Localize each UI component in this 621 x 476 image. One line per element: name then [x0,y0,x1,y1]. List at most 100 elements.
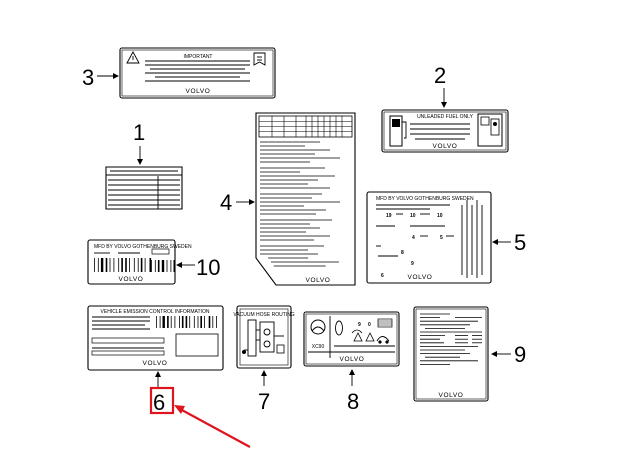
barcode-bar [166,260,168,272]
brand-text: VOLVO [119,276,144,283]
brand-text: VOLVO [186,88,211,95]
barcode [156,316,217,328]
label-4-table [258,115,353,138]
barcode-bar [208,316,211,328]
barcode-bar [118,258,120,272]
mfd-title: MFD BY VOLVO GOTHENBURG SWEDEN [94,244,192,250]
red-arrow-head [174,405,185,414]
spec-number: 4 [412,235,415,241]
hose-schematic [242,319,285,357]
spec-number: 9 [411,261,414,267]
barcode-bar [149,258,152,272]
barcode-bar [173,260,176,272]
barcode-bar [159,316,161,328]
barcode-bar [125,258,127,272]
callout-number-7: 7 [258,389,270,414]
tire-pressure-icons: 9 0 [351,318,393,344]
barcode-bar [140,258,143,272]
brand-text: VOLVO [306,277,331,284]
brand-text: VOLVO [433,143,458,150]
barcode-bar [113,258,115,272]
barcode-bar [161,260,165,272]
tire-icon [335,320,343,336]
barcode-bar [97,258,99,272]
barcode-bar [154,260,156,272]
barcode [94,258,176,272]
barcode-bar [100,258,104,272]
label-2-unleaded-fuel: UNLEADED FUEL ONLY VOLVO [381,109,509,153]
barcode-bar [204,316,205,328]
model-name: XC90 [312,344,325,350]
barcode-bar [197,316,199,328]
callout-number-5: 5 [514,230,526,255]
red-pointer-arrow [179,408,251,448]
vacuum-title: VACUUM HOSE ROUTING [233,312,294,318]
label-4-info-sheet: VOLVO [255,112,356,286]
callout-number-6: 6 [153,390,165,415]
brand-text: VOLVO [340,356,365,363]
barcode-bar [212,316,214,328]
barcode-bar [133,258,135,272]
label-5-torque-spec: MFD BY VOLVO GOTHENBURG SWEDEN 19 10 10 … [366,191,492,284]
svg-text:0: 0 [368,322,371,328]
brand-text: VOLVO [143,360,168,367]
spec-number: 19 [386,213,392,219]
callout-number-4: 4 [220,190,232,215]
callout-number-10: 10 [196,255,220,280]
label-9-info-sheet: VOLVO [413,306,489,402]
barcode-bar [105,258,108,272]
barcode-bar [109,258,111,272]
barcode-bar [193,316,195,328]
brand-text: VOLVO [439,392,464,399]
barcode-bar [170,316,172,328]
label-7-vacuum-hose: VACUUM HOSE ROUTING [233,305,295,369]
barcode-bar [179,316,180,328]
brand-text: VOLVO [408,274,433,281]
label-9-text-lines [420,313,482,365]
callout-number-1: 1 [133,120,145,145]
barcode-bar [162,316,165,328]
barcode-bar [167,316,169,328]
spec-number: 8 [401,250,404,256]
important-title: IMPORTANT [184,54,213,60]
fuel-pump-icon [389,115,407,147]
warning-triangle-icon [126,51,140,64]
label-4-text-lines [260,141,340,267]
barcode-bar [216,316,217,328]
mfd-title: MFD BY VOLVO GOTHENBURG SWEDEN [376,196,474,202]
highlight-box [149,386,175,415]
label-8-xc90-pictograms: XC90 9 0 VOLVO [303,311,400,367]
manual-book-icon [253,52,266,66]
barcode-bar [129,258,130,272]
callout-number-3: 3 [82,65,94,90]
emission-title: VEHICLE EMISSION CONTROL INFORMATION [101,309,210,315]
spec-number: 10 [437,213,443,219]
svg-text:9: 9 [358,322,361,328]
callout-number-8: 8 [347,389,359,414]
barcode-bar [144,258,146,272]
spec-number: 10 [410,213,416,219]
barcode-bar [200,316,202,328]
label-1-grid-tag [105,166,183,210]
barcode-bar [189,316,191,328]
barcode-bar [137,258,139,272]
spec-number: 6 [381,273,384,279]
barcode-bar [185,316,188,328]
fuel-filler-icon [477,113,503,147]
label-3-important: IMPORTANT VOLVO [119,47,276,99]
callout-number-9: 9 [514,342,526,367]
barcode-bar [157,260,160,272]
barcode-bar [121,258,123,272]
spec-number: 5 [440,235,443,241]
unleaded-title: UNLEADED FUEL ONLY [417,114,474,120]
label-6-emission-control: VEHICLE EMISSION CONTROL INFORMATION VOL… [87,305,224,371]
callout-number-2: 2 [434,63,446,88]
barcode-bar [156,316,157,328]
barcode-bar [181,316,184,328]
label-10-barcode: MFD BY VOLVO GOTHENBURG SWEDEN VOLVO [87,239,192,285]
barcode-bar [151,260,152,272]
barcode-bar [94,258,95,272]
gauge-icon [310,319,326,335]
